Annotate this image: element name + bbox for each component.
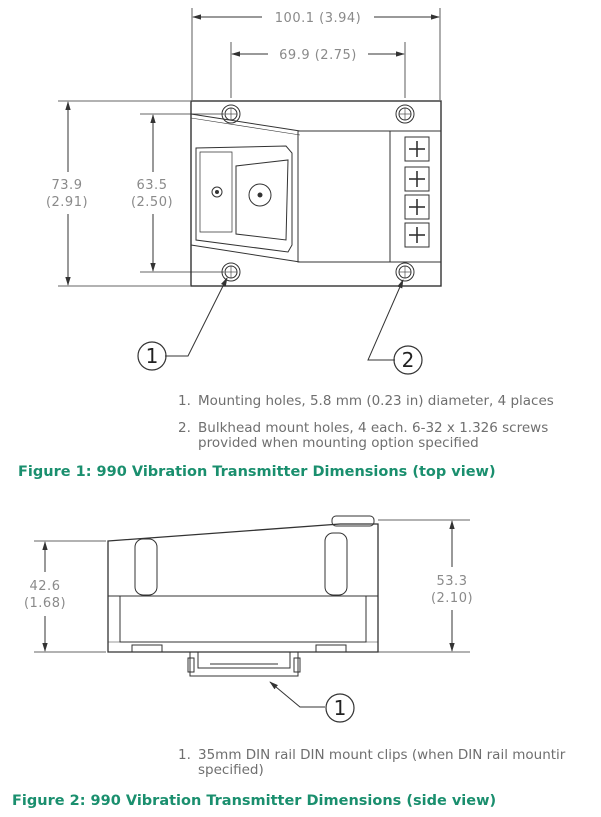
side-callout-1-number: 1 — [334, 696, 347, 720]
callout-1-leader — [165, 277, 228, 357]
side-callout-1-leader — [269, 681, 325, 708]
hole-height-in-label: (2.50) — [131, 195, 173, 210]
note-number: 1. — [178, 393, 191, 409]
side-post-right — [324, 532, 348, 596]
side-height-right-mm-label: 53.3 — [437, 574, 468, 589]
hole-width-label: 69.9 (2.75) — [279, 48, 357, 63]
mounting-holes — [221, 104, 415, 282]
overall-height-in-label: (2.91) — [46, 195, 88, 210]
callout-1-circle — [137, 341, 167, 371]
side-callout-1-circle — [325, 693, 355, 723]
side-height-left-in-label: (1.68) — [24, 596, 66, 611]
callout-2-leader — [367, 279, 404, 361]
side-base-panel — [119, 595, 367, 643]
figure1-drawing — [58, 8, 442, 375]
side-height-right-in-label: (2.10) — [431, 591, 473, 606]
side-post-left — [134, 538, 158, 596]
terminal-strip — [389, 130, 442, 263]
overall-width-label: 100.1 (3.94) — [275, 11, 361, 26]
hole-height-mm-label: 63.5 — [137, 178, 168, 193]
callout-2-circle — [393, 345, 423, 375]
overall-height-mm-label: 73.9 — [52, 178, 83, 193]
note-number: 1. — [178, 747, 191, 763]
side-body-outline — [107, 523, 379, 653]
connector-recess — [195, 145, 293, 253]
din-clip — [189, 652, 299, 677]
callout-2-number: 2 — [402, 348, 415, 372]
note-number: 2. — [178, 420, 191, 436]
figure2-drawing — [34, 515, 470, 723]
enclosure-outline — [190, 100, 442, 287]
terminal-screws — [404, 136, 430, 248]
callout-1-number: 1 — [146, 344, 159, 368]
note-text-line-2: provided when mounting option specified — [198, 435, 479, 451]
note-text: Mounting holes, 5.8 mm (0.23 in) diamete… — [198, 393, 554, 409]
side-height-left-mm-label: 42.6 — [30, 579, 61, 594]
label-panel — [297, 130, 391, 263]
figure1-caption: Figure 1: 990 Vibration Transmitter Dime… — [18, 464, 496, 480]
note-text-line-1: Bulkhead mount holes, 4 each. 6-32 x 1.3… — [198, 420, 549, 436]
note-text-line-1: 35mm DIN rail DIN mount clips (when DIN … — [198, 747, 566, 763]
figure2-caption: Figure 2: 990 Vibration Transmitter Dime… — [12, 793, 497, 809]
note-text-line-2: specified) — [198, 762, 264, 778]
